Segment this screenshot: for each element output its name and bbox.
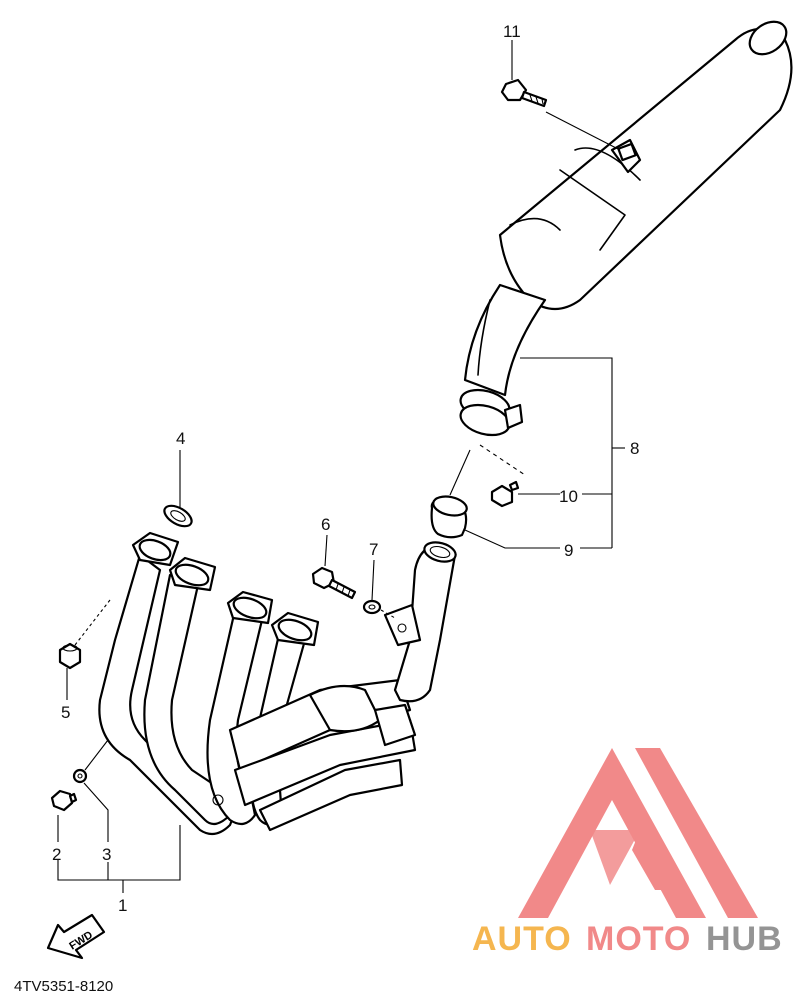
watermark-logo: AUTO MOTO HUB bbox=[472, 748, 783, 958]
watermark-text-auto: AUTO bbox=[472, 920, 572, 958]
callout-4: 4 bbox=[176, 429, 185, 448]
bolt-10 bbox=[490, 480, 520, 508]
callout-11: 11 bbox=[503, 22, 521, 41]
muffler bbox=[459, 20, 793, 437]
watermark-text-hub: HUB bbox=[706, 920, 783, 958]
washer-3 bbox=[72, 768, 88, 784]
callout-6: 6 bbox=[321, 515, 330, 534]
nut-5 bbox=[58, 642, 82, 670]
watermark-text-moto: MOTO bbox=[586, 920, 691, 958]
diagram-code: 4TV5351-8120 bbox=[14, 978, 113, 995]
callout-3: 3 bbox=[102, 845, 111, 864]
callout-7: 7 bbox=[369, 540, 378, 559]
gasket-9 bbox=[430, 495, 468, 539]
bolt-11 bbox=[500, 78, 548, 108]
bolt-2 bbox=[50, 789, 78, 812]
callout-10: 10 bbox=[559, 487, 578, 506]
callout-5: 5 bbox=[61, 703, 70, 722]
callout-9: 9 bbox=[564, 541, 573, 560]
callout-8: 8 bbox=[630, 439, 639, 458]
callout-numbers: 11 4 8 10 6 7 9 5 2 3 1 bbox=[52, 22, 639, 915]
gasket-4 bbox=[163, 504, 193, 528]
leader-lines bbox=[57, 40, 625, 893]
washer-7 bbox=[362, 599, 382, 615]
callout-1: 1 bbox=[118, 896, 127, 915]
callout-2: 2 bbox=[52, 845, 61, 864]
exhaust-headers bbox=[98, 531, 457, 836]
fwd-arrow: FWD bbox=[46, 913, 106, 960]
bolt-6 bbox=[311, 566, 357, 600]
